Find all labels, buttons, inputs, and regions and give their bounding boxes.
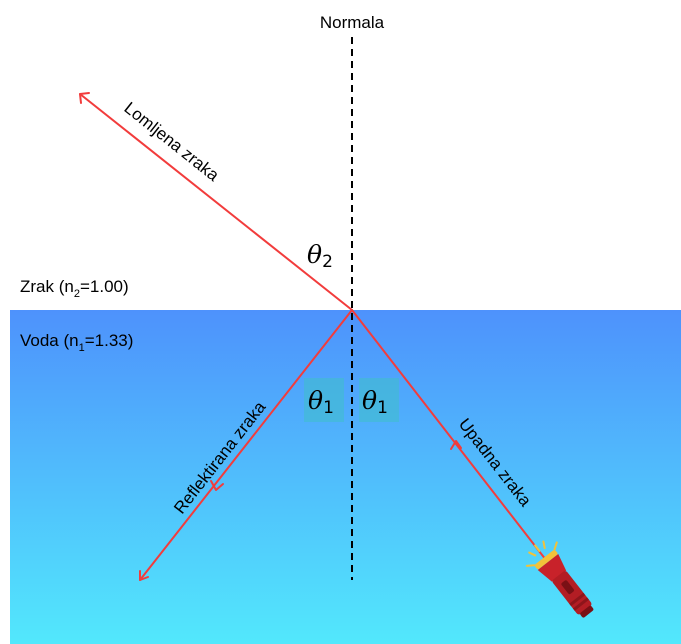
refraction-angle-subscript: 2 bbox=[322, 252, 333, 272]
water-label-subscript: 1 bbox=[79, 342, 85, 354]
air-label-subscript: 2 bbox=[74, 288, 80, 300]
water-label-value: =1.33) bbox=[85, 331, 134, 350]
refraction-angle-label: θ2 bbox=[307, 240, 333, 272]
water-label-name: Voda (n bbox=[20, 331, 79, 350]
refracted-ray bbox=[79, 92, 353, 311]
incidence-angle-subscript: 1 bbox=[377, 398, 388, 418]
incidence-angle-symbol: θ bbox=[362, 386, 377, 415]
incident-ray bbox=[351, 309, 547, 561]
refracted-ray-label: Lomljena zraka bbox=[121, 98, 223, 185]
reflection-angle-symbol: θ bbox=[308, 386, 323, 415]
refraction-angle-symbol: θ bbox=[307, 240, 322, 269]
reflection-angle-subscript: 1 bbox=[323, 398, 334, 418]
angle-highlight-incidence bbox=[359, 378, 399, 422]
water-label: Voda (n1=1.33) bbox=[20, 331, 133, 354]
air-label-name: Zrak (n bbox=[20, 277, 74, 296]
air-label: Zrak (n2=1.00) bbox=[20, 277, 129, 300]
flashlight-icon bbox=[525, 540, 594, 618]
reflection-angle-label: θ1 bbox=[308, 386, 334, 418]
incidence-angle-label: θ1 bbox=[362, 386, 388, 418]
angle-highlight-reflection bbox=[304, 378, 344, 422]
air-label-value: =1.00) bbox=[80, 277, 129, 296]
normal-label: Normala bbox=[320, 13, 385, 32]
reflected-ray bbox=[139, 309, 353, 581]
